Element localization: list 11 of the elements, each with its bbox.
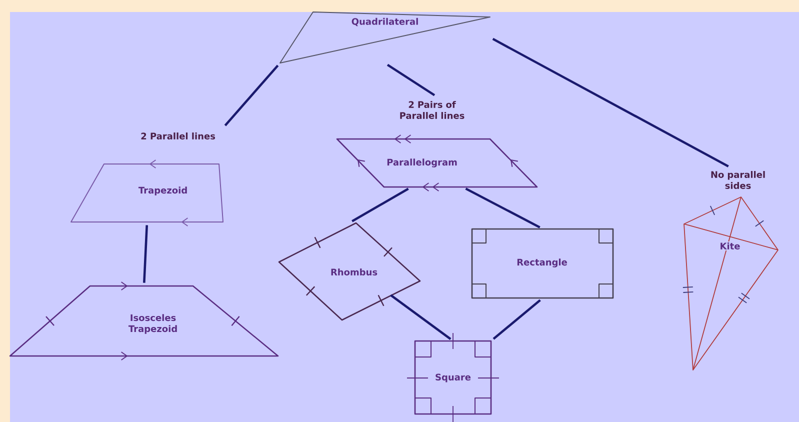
connector-line <box>492 299 541 340</box>
connector-line <box>465 188 540 228</box>
category-label: No parallel sides <box>711 171 765 189</box>
connector-line <box>386 64 436 96</box>
connector-line <box>224 64 279 126</box>
connector-line <box>143 225 148 283</box>
connector-line <box>390 294 452 340</box>
category-label: 2 Pairs of Parallel lines <box>400 101 464 119</box>
connector-line <box>492 38 729 168</box>
category-label: 2 Parallel lines <box>141 132 216 140</box>
connector-line <box>352 188 409 222</box>
